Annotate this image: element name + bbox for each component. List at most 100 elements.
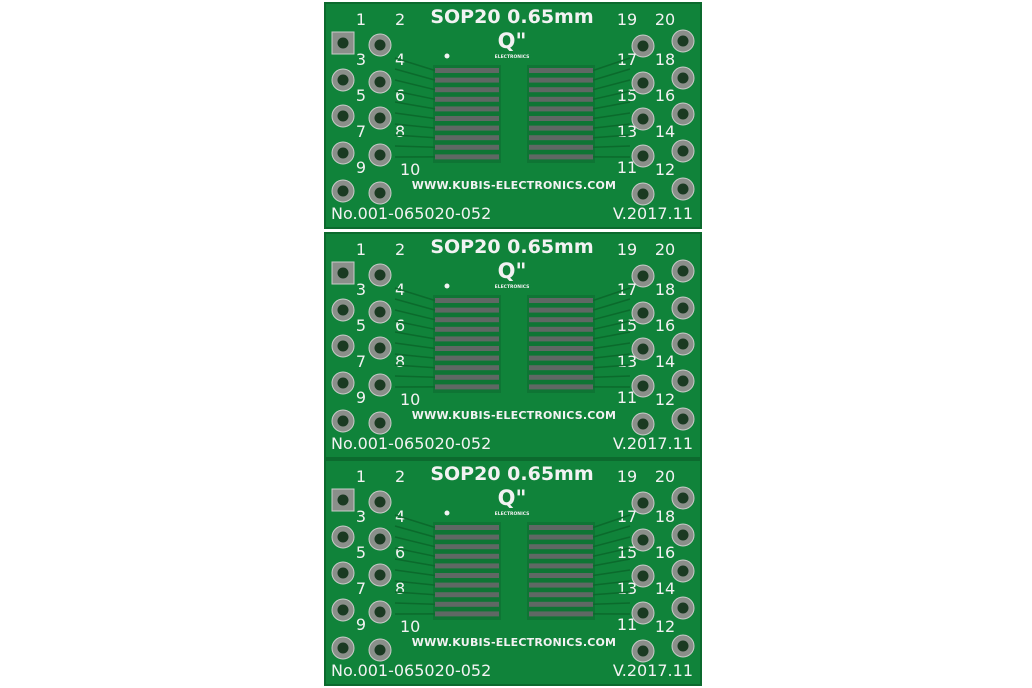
- brand-logo: Q": [498, 486, 527, 510]
- drill-hole: [337, 567, 349, 579]
- smd-pad: [529, 87, 593, 93]
- drill-hole: [677, 145, 689, 157]
- smd-pad: [529, 573, 593, 578]
- pin-label: 2: [395, 10, 405, 29]
- drill-hole: [374, 149, 386, 161]
- drill-hole: [637, 497, 649, 509]
- copper-trace: [592, 331, 631, 340]
- drill-hole: [374, 76, 386, 88]
- part-number: No.001-065020-052: [331, 434, 491, 453]
- drill-hole: [637, 534, 649, 546]
- smd-pad: [529, 125, 593, 131]
- smd-pad: [529, 116, 593, 121]
- drill-hole: [337, 267, 349, 279]
- smd-pad: [529, 298, 593, 303]
- smd-pad: [529, 592, 593, 598]
- smd-pad: [529, 374, 593, 380]
- drill-hole: [374, 306, 386, 318]
- pin-label: 10: [400, 617, 420, 636]
- smd-pad: [529, 365, 593, 371]
- smd-pad: [529, 144, 593, 150]
- drill-hole: [677, 529, 689, 541]
- drill-hole: [374, 417, 386, 429]
- drill-hole: [337, 604, 349, 616]
- brand-logo-sub: ELECTRONICS: [495, 54, 530, 60]
- copper-trace: [592, 558, 631, 567]
- smd-pad: [529, 563, 593, 569]
- smd-pad: [435, 573, 499, 578]
- copper-trace: [394, 331, 436, 340]
- drill-hole: [337, 110, 349, 122]
- website-url: WWW.KUBIS-ELECTRONICS.COM: [412, 179, 616, 192]
- drill-hole: [677, 265, 689, 277]
- smd-pad: [435, 307, 499, 313]
- smd-pad: [435, 116, 499, 121]
- copper-trace: [592, 536, 631, 548]
- drill-hole: [637, 607, 649, 619]
- pin-label: 9: [356, 158, 366, 177]
- drill-hole: [637, 307, 649, 319]
- pin-label: 15: [617, 316, 637, 335]
- copper-trace: [592, 90, 631, 101]
- pin-label: 3: [356, 280, 366, 299]
- smd-pad: [529, 601, 593, 607]
- pin-label: 12: [655, 160, 675, 179]
- pin-label: 20: [655, 467, 675, 486]
- brand-logo-sub: ELECTRONICS: [495, 284, 530, 290]
- copper-trace: [394, 57, 436, 72]
- board-title: SOP20 0.65mm: [430, 463, 593, 485]
- pcb-board: 1357924681019171513112018161412SOP20 0.6…: [324, 2, 702, 229]
- pin-label: 16: [655, 543, 675, 562]
- pin-label: 14: [655, 122, 675, 141]
- pin-label: 14: [655, 352, 675, 371]
- smd-pad: [435, 553, 499, 559]
- drill-hole: [374, 644, 386, 656]
- copper-trace: [592, 145, 631, 149]
- pin-label: 18: [655, 50, 675, 69]
- pcb-board: 1357924681019171513112018161412SOP20 0.6…: [324, 459, 702, 686]
- copper-trace: [394, 320, 436, 331]
- pin-label: 1: [356, 467, 366, 486]
- copper-trace: [394, 309, 436, 321]
- smd-pad: [435, 106, 499, 112]
- copper-trace: [394, 112, 436, 120]
- drill-hole: [337, 377, 349, 389]
- copper-trace: [394, 298, 436, 311]
- drill-hole: [637, 40, 649, 52]
- smd-pad: [435, 87, 499, 93]
- smd-pad: [435, 525, 499, 530]
- smd-pad: [435, 96, 499, 102]
- drill-hole: [337, 147, 349, 159]
- smd-pad: [529, 106, 593, 112]
- smd-pad: [529, 582, 593, 588]
- copper-trace: [592, 79, 631, 91]
- copper-trace: [394, 514, 436, 529]
- copper-trace: [394, 134, 436, 139]
- pin-label: 8: [395, 122, 405, 141]
- smd-pad: [435, 544, 499, 550]
- copper-trace: [394, 145, 436, 149]
- smd-pad: [529, 317, 593, 323]
- pin-label: 15: [617, 86, 637, 105]
- pin-label: 15: [617, 543, 637, 562]
- smd-pad: [435, 125, 499, 131]
- smd-pad: [435, 135, 499, 141]
- pin-label: 5: [356, 86, 366, 105]
- smd-pad: [529, 355, 593, 361]
- copper-trace: [394, 353, 436, 359]
- copper-trace: [394, 68, 436, 81]
- pin-label: 12: [655, 390, 675, 409]
- drill-hole: [677, 492, 689, 504]
- version-label: V.2017.11: [613, 661, 693, 680]
- smd-pad: [529, 68, 593, 73]
- drill-hole: [337, 531, 349, 543]
- smd-pad: [529, 544, 593, 550]
- smd-pad: [529, 611, 593, 617]
- drill-hole: [637, 343, 649, 355]
- smd-pad: [435, 582, 499, 588]
- pin-label: 3: [356, 50, 366, 69]
- copper-trace: [592, 101, 631, 110]
- drill-hole: [637, 418, 649, 430]
- pin-label: 10: [400, 160, 420, 179]
